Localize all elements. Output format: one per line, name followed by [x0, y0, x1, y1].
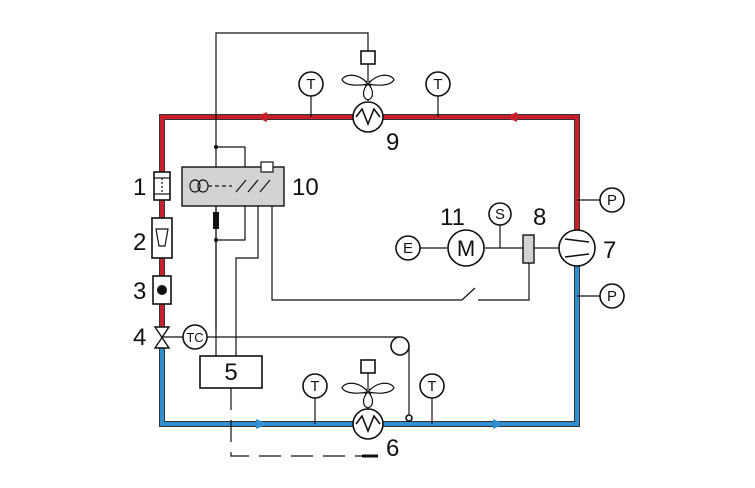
compressor-icon [558, 229, 596, 267]
temp-sensor-top-right: T [425, 71, 451, 117]
coupling: 8 [522, 204, 559, 264]
heat-exchanger-icon [355, 107, 381, 127]
fan-motor-box [360, 359, 376, 374]
label-9: 9 [386, 129, 399, 156]
label-3: 3 [133, 278, 146, 305]
temp-sensor-bottom-right: T [419, 373, 445, 424]
arrow-icon [255, 112, 267, 122]
compressor: 7 [558, 229, 616, 267]
label-10: 10 [292, 174, 319, 201]
sight-glass: 2 [133, 217, 173, 259]
pressure-sensor-low: P [577, 283, 625, 309]
label-7: 7 [603, 237, 616, 264]
svg-text:M: M [457, 236, 475, 261]
motor: M 11 [420, 204, 523, 267]
condenser: 9 [341, 50, 399, 156]
fan-icon [341, 382, 395, 409]
fan-icon [341, 74, 395, 101]
solenoid-valve: 3 [133, 275, 172, 305]
temp-sensor-bottom-left: T [302, 373, 328, 424]
control-wiring [213, 145, 530, 356]
controller: 5 [199, 355, 378, 458]
coil-icon [213, 212, 219, 229]
svg-text:E: E [403, 240, 413, 257]
motor-icon [447, 229, 485, 267]
svg-text:S: S [495, 206, 505, 223]
energy-meter: E [395, 235, 421, 261]
arrow-icon [505, 112, 517, 122]
label-11: 11 [440, 204, 465, 231]
svg-text:TC: TC [186, 330, 203, 345]
flow-arrows [255, 112, 517, 429]
evaporator: 6 [341, 359, 399, 462]
label-2: 2 [133, 229, 146, 256]
pressure-sensor-high: P [577, 187, 625, 213]
fan-motor-box [360, 50, 376, 65]
control-unit: 10 [181, 161, 319, 207]
speed-sensor: S [488, 202, 512, 248]
svg-text:P: P [607, 192, 617, 209]
filter-drier: 1 [133, 171, 171, 201]
thermocouple-sensor: TC [182, 324, 413, 422]
svg-text:T: T [427, 378, 436, 395]
label-8: 8 [533, 204, 546, 231]
label-1: 1 [133, 174, 146, 201]
svg-text:T: T [306, 76, 315, 93]
arrow-icon [256, 419, 268, 429]
arrow-icon [493, 419, 505, 429]
temp-sensor-top-left: T [298, 71, 324, 117]
expansion-valve: 4 [133, 324, 184, 351]
label-5: 5 [224, 359, 237, 386]
label-4: 4 [133, 324, 146, 351]
label-6: 6 [386, 435, 399, 462]
hot-pipe [159, 114, 580, 330]
svg-text:T: T [310, 378, 319, 395]
svg-text:T: T [433, 76, 442, 93]
svg-text:P: P [607, 288, 617, 305]
heat-exchanger-icon [355, 414, 381, 434]
